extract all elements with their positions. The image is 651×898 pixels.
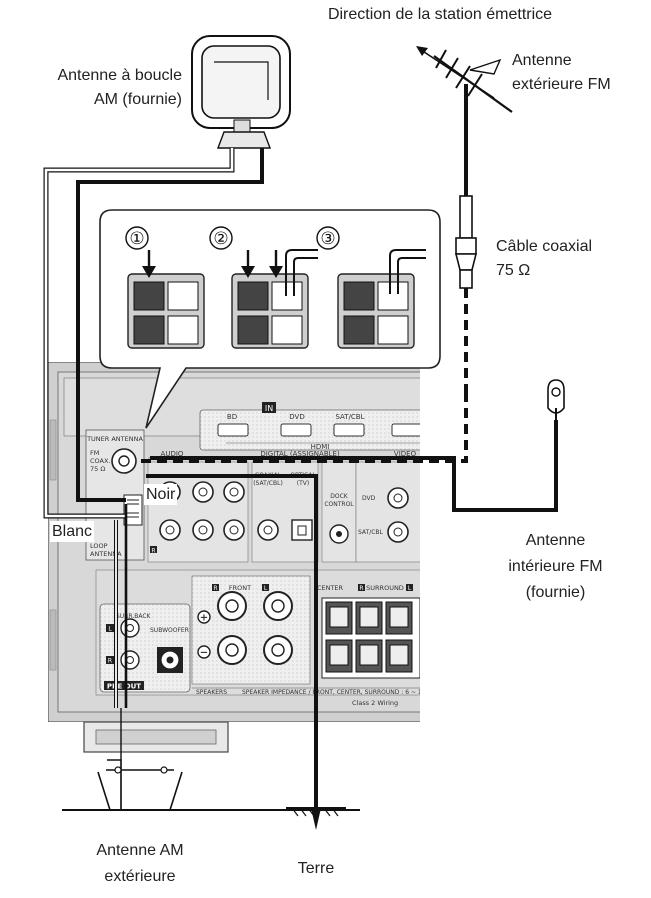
digital-label: DIGITAL (ASSIGNABLE) bbox=[260, 450, 340, 458]
fm-coax-cable bbox=[136, 392, 468, 463]
surr-back-label: SURR.BACK bbox=[116, 613, 152, 620]
svg-text:−: − bbox=[200, 648, 208, 659]
hdmi-dvd-label: DVD bbox=[289, 413, 304, 421]
fm-indoor-label-1: Antenne bbox=[525, 532, 586, 549]
step-1-terminal bbox=[127, 250, 205, 349]
plus-icon bbox=[197, 610, 211, 624]
step-3-badge bbox=[316, 226, 340, 250]
hdmi-in-badge-text: IN bbox=[265, 404, 273, 413]
fm-coax-label-3: 75 Ω bbox=[90, 465, 105, 473]
push-arrow-icon bbox=[142, 266, 156, 278]
terminal-steps-callout: ① ② ③ bbox=[99, 209, 441, 429]
svg-text:R: R bbox=[151, 548, 155, 555]
coax-label-2: 75 Ω bbox=[496, 262, 531, 279]
push-terminals bbox=[321, 597, 420, 679]
hdmi-input-block: IN BD DVD SAT/CBL HDMI bbox=[199, 402, 420, 451]
hdmi-port-satcbl bbox=[333, 423, 365, 437]
optical-label-2: (TV) bbox=[297, 480, 309, 487]
coaxial-label-2: (SAT/CBL) bbox=[253, 480, 283, 487]
fm-coax-label-2: COAX. bbox=[90, 457, 111, 465]
svg-text:PRE OUT: PRE OUT bbox=[107, 683, 141, 691]
speaker-terminals: SURR.BACK SUBWOOFER L R PRE OUT R FRONT … bbox=[95, 569, 432, 707]
video-satcbl-label: SAT/CBL bbox=[358, 529, 384, 536]
step-2-number: ② bbox=[213, 229, 228, 249]
am-outdoor-antenna bbox=[62, 504, 360, 811]
step-1-badge bbox=[125, 226, 149, 250]
video-dvd-label: DVD bbox=[362, 495, 376, 502]
hdmi-label: HDMI bbox=[311, 443, 330, 451]
ground-label: Terre bbox=[297, 860, 335, 877]
center-label: CENTER bbox=[317, 584, 344, 592]
front-label: FRONT bbox=[229, 584, 251, 592]
pre-out-badge bbox=[104, 681, 144, 690]
audio-rca-jacks: R bbox=[147, 461, 249, 563]
direction-label: Direction de la station émettrice bbox=[327, 6, 553, 23]
hdmi-port-extra bbox=[391, 423, 420, 437]
subwoofer-label: SUBWOOFER bbox=[150, 627, 189, 634]
digital-inputs: COAXIAL (SAT/CBL) OPTICAL (TV) bbox=[251, 461, 319, 563]
video-label: VIDEO bbox=[394, 450, 417, 458]
fm-indoor-label-3: (fournie) bbox=[525, 584, 586, 601]
push-arrow-icon bbox=[269, 266, 283, 278]
audio-r-badge bbox=[150, 546, 157, 553]
tuner-antenna-label: TUNER ANTENNA bbox=[86, 435, 143, 443]
dock-label-2: CONTROL bbox=[324, 501, 354, 508]
svg-text:R: R bbox=[359, 585, 363, 592]
svg-text:R: R bbox=[108, 658, 112, 665]
coax-label-1: Câble coaxial bbox=[496, 238, 593, 255]
svg-text:+: + bbox=[200, 613, 208, 624]
class2-label: Class 2 Wiring bbox=[352, 699, 398, 707]
am-loop-cables bbox=[43, 148, 264, 519]
noir-label: Noir bbox=[144, 484, 178, 505]
step-2-badge bbox=[209, 226, 233, 250]
coax-connector bbox=[459, 195, 473, 239]
loop-antenna-label-2: ANTENNA bbox=[90, 550, 122, 558]
step-2-terminal bbox=[231, 249, 318, 349]
optical-jack bbox=[291, 519, 313, 541]
impedance-label: SPEAKER IMPEDANCE / FRONT, CENTER, SURRO… bbox=[242, 689, 432, 696]
svg-text:L: L bbox=[408, 585, 412, 592]
hdmi-port-dvd bbox=[280, 423, 312, 437]
step-3-terminal bbox=[337, 249, 426, 349]
am-loop-label-2: AM (fournie) bbox=[93, 91, 182, 108]
hdmi-in-badge bbox=[262, 402, 276, 413]
fm-outdoor-antenna bbox=[416, 46, 513, 392]
video-inputs: DVD SAT/CBL bbox=[355, 461, 420, 563]
am-loop-label-1: Antenne à boucle bbox=[57, 67, 182, 84]
minus-icon bbox=[197, 645, 211, 659]
hdmi-port-bd bbox=[217, 423, 249, 437]
fm-outdoor-label-1: Antenne bbox=[512, 52, 572, 69]
hdmi-bd-label: BD bbox=[227, 413, 237, 421]
audio-label: AUDIO bbox=[161, 450, 184, 458]
fm-indoor-label-2: intérieure FM bbox=[508, 558, 603, 575]
am-loop-antenna bbox=[191, 35, 291, 149]
dock-label-1: DOCK bbox=[330, 493, 349, 500]
fm-indoor-antenna bbox=[150, 379, 565, 512]
speakers-label: SPEAKERS bbox=[196, 689, 227, 696]
svg-text:L: L bbox=[264, 585, 268, 592]
fm-coax-label-1: FM bbox=[90, 449, 99, 457]
loop-antenna-label-1: LOOP bbox=[90, 542, 108, 550]
am-outdoor-label-1: Antenne AM bbox=[96, 842, 184, 859]
blanc-label: Blanc bbox=[50, 521, 95, 542]
hdmi-satcbl-label: SAT/CBL bbox=[335, 413, 364, 421]
fm-outdoor-label-2: extérieure FM bbox=[512, 76, 611, 93]
step-3-number: ③ bbox=[320, 229, 335, 249]
am-outdoor-label-2: extérieure bbox=[104, 868, 176, 885]
step-1-number: ① bbox=[129, 229, 144, 249]
ground-icon bbox=[311, 808, 321, 830]
dock-control: DOCK CONTROL bbox=[321, 461, 357, 563]
surround-label: SURROUND bbox=[366, 584, 404, 592]
receiver-rear-panel: IN BD DVD SAT/CBL HDMI TUNER ANTENNA FM … bbox=[48, 362, 432, 722]
svg-text:R: R bbox=[213, 585, 217, 592]
push-arrow-icon bbox=[241, 266, 255, 278]
front-speaker-block bbox=[191, 575, 311, 685]
svg-text:L: L bbox=[108, 626, 112, 633]
